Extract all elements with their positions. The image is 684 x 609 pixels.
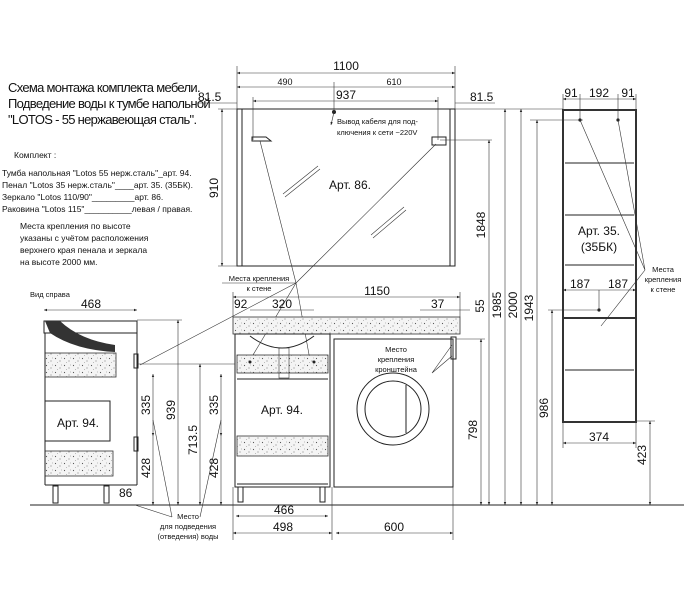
dim-cable-left: 490 xyxy=(277,77,292,87)
bracket-icon xyxy=(450,336,457,360)
cable-note-line: Вывод кабеля для под- xyxy=(337,117,418,126)
dim-pencil-top-r: 91 xyxy=(621,86,635,100)
pencil-label-1: Арт. 35. xyxy=(578,224,620,238)
dim-pencil-bottom-h: 423 xyxy=(635,445,649,465)
cabinet-front xyxy=(234,333,331,503)
dim-side-86: 86 xyxy=(119,486,133,500)
dim-mount-span: 937 xyxy=(336,88,356,102)
side-view-label: Вид справа xyxy=(30,290,71,299)
kit-item: Зеркало "Lotos 110/90"_________арт. 86. xyxy=(2,192,163,202)
title-line-3: "LOTOS - 55 нержавеющая сталь". xyxy=(8,112,196,127)
pencil-label-2: (35БК) xyxy=(581,240,617,254)
dim-side-335b: 335 xyxy=(207,395,221,415)
countertop xyxy=(232,316,461,335)
kit-heading: Комплект : xyxy=(14,150,56,160)
dim-side-428b: 428 xyxy=(207,458,221,478)
water-note-line: (отведения) воды xyxy=(157,532,218,541)
dim-offset-right: 81.5 xyxy=(470,90,494,104)
dim-pencil-mount-h: 1943 xyxy=(522,294,536,321)
dim-mirror-mount-h: 1848 xyxy=(474,211,488,238)
pencil-mount-line: Места xyxy=(652,265,675,274)
dim-pencil-width: 374 xyxy=(589,430,609,444)
dim-top-37: 37 xyxy=(431,297,445,311)
dim-side-335a: 335 xyxy=(139,395,153,415)
cabinet-front-label: Арт. 94. xyxy=(261,403,303,417)
dim-pencil-top-l: 91 xyxy=(564,86,578,100)
mirror xyxy=(236,108,456,267)
dim-side-428a: 428 xyxy=(139,458,153,478)
note-line: указаны с учётом расположения xyxy=(20,233,149,243)
note-line: верхнего края пенала и зеркала xyxy=(20,245,147,255)
dim-side-713: 713.5 xyxy=(186,425,200,455)
mount-callout-line: Места крепления xyxy=(229,274,289,283)
dim-pencil-mount-r: 187 xyxy=(608,277,628,291)
bracket-note-line: Место xyxy=(385,345,407,354)
dim-cab-466: 466 xyxy=(274,503,294,517)
note-line: Места крепления по высоте xyxy=(20,221,131,231)
pencil-mount-line: крепления xyxy=(645,275,682,284)
bracket-note-line: кронштейна xyxy=(375,365,418,374)
dim-total-h: 2000 xyxy=(506,291,520,318)
dim-top-320: 320 xyxy=(272,297,292,311)
dim-side-939: 939 xyxy=(164,400,178,420)
dim-bracket-h: 798 xyxy=(466,420,480,440)
dim-top-55: 55 xyxy=(473,299,487,313)
title-line-2: Подведение воды к тумбе напольной xyxy=(8,96,210,111)
dim-side-468: 468 xyxy=(81,297,101,311)
dim-top-92: 92 xyxy=(234,297,248,311)
dim-pencil-lower-mount-h: 986 xyxy=(537,398,551,418)
cable-note-line: ключения к сети ~220V xyxy=(337,128,417,137)
pencil-case xyxy=(562,109,637,423)
dim-pencil-mount-l: 187 xyxy=(570,277,590,291)
cabinet-side-label: Арт. 94. xyxy=(57,416,99,430)
dim-wm-600: 600 xyxy=(384,520,404,534)
mirror-bracket-icon xyxy=(251,136,447,146)
dim-offset-left: 81.5 xyxy=(198,90,222,104)
dim-top-width: 1150 xyxy=(364,284,390,298)
dim-mirror-width: 1100 xyxy=(333,59,359,73)
kit-item: Тумба напольная "Lotos 55 нерж.сталь"_ар… xyxy=(2,168,192,178)
water-note-line: для подведения xyxy=(160,522,216,531)
dim-mirror-top-h: 1985 xyxy=(490,291,504,318)
title-line-1: Схема монтажа комплекта мебели. xyxy=(8,80,200,95)
bracket-note-line: крепления xyxy=(378,355,415,364)
dim-cab-498: 498 xyxy=(273,520,293,534)
cabinet-side xyxy=(43,320,139,504)
dim-pencil-top-c: 192 xyxy=(589,86,609,100)
note-line: на высоте 2000 мм. xyxy=(20,257,98,267)
washing-machine xyxy=(333,336,457,488)
dim-cable-right: 610 xyxy=(386,77,401,87)
dim-mirror-height: 910 xyxy=(207,178,221,198)
pencil-mount-line: к стене xyxy=(651,285,676,294)
kit-item: Пенал "Lotos 35 нерж.сталь"____арт. 35. … xyxy=(2,180,193,190)
water-note-line: Место xyxy=(177,512,199,521)
kit-item: Раковина "Lotos 115"__________левая / пр… xyxy=(2,204,192,214)
mirror-label: Арт. 86. xyxy=(329,178,371,192)
mount-callout-line: к стене xyxy=(247,284,272,293)
